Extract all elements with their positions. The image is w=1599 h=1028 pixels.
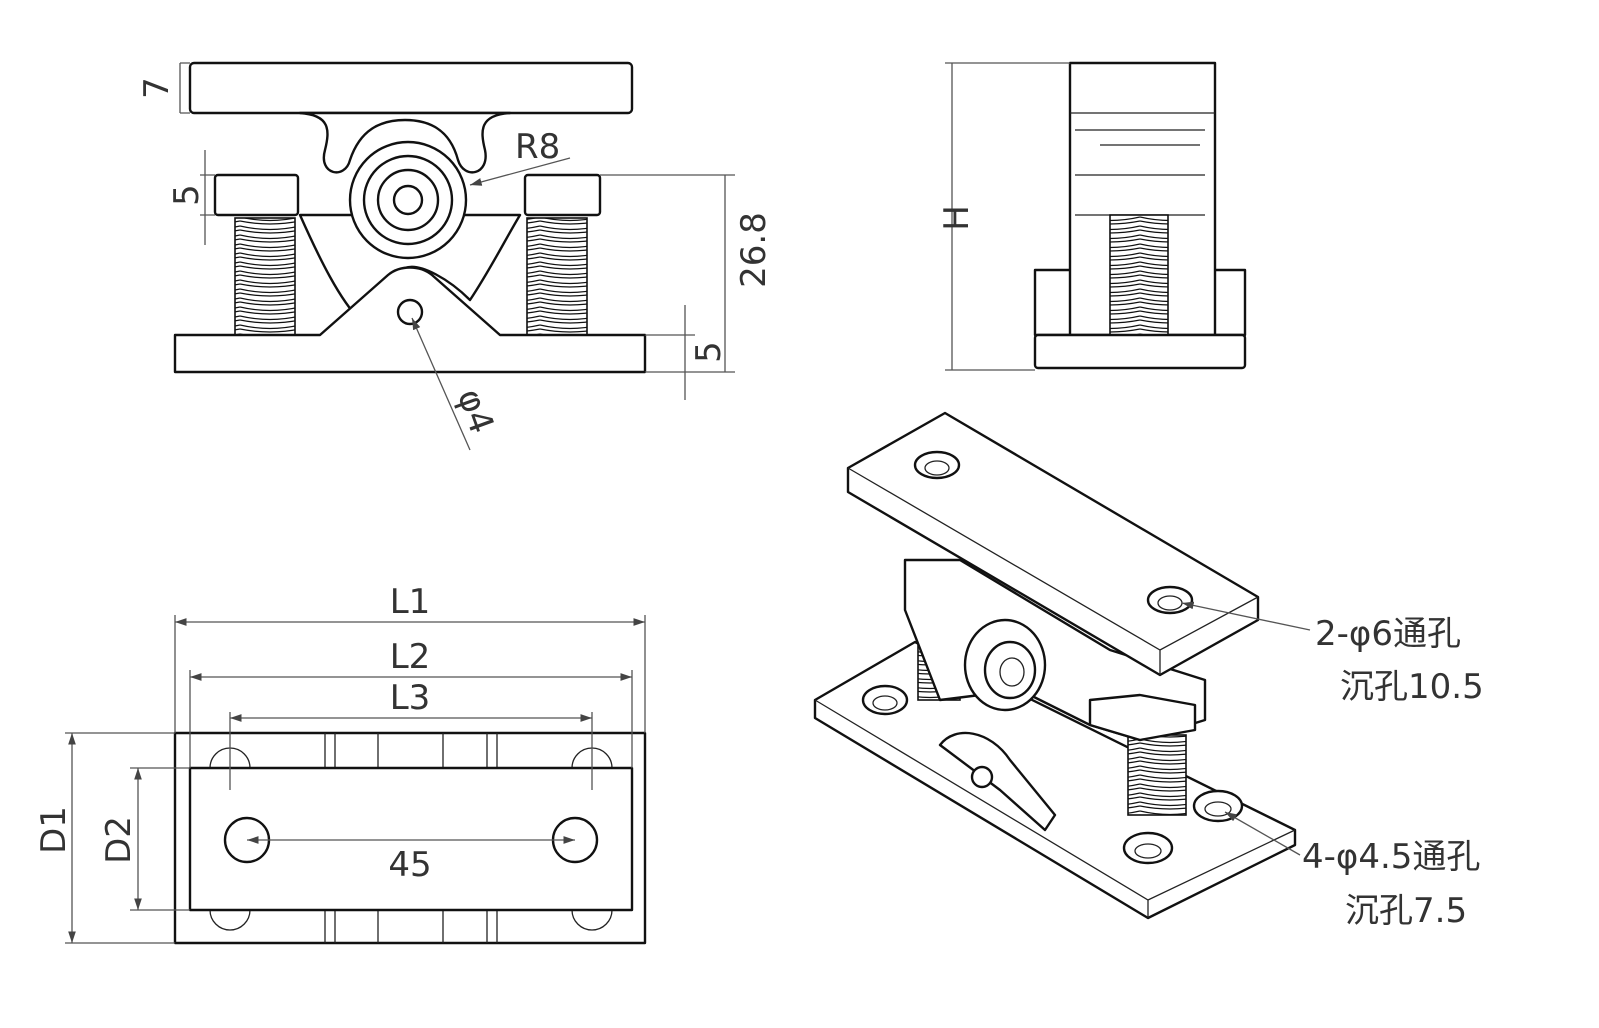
base-hole-note: 4-φ4.5通孔 [1302, 837, 1480, 877]
dim-top-plate: 7 [137, 77, 177, 99]
iso-base-ramp [938, 731, 1057, 832]
side-view: H [937, 61, 1247, 371]
nut-right [523, 173, 602, 217]
dim-base: 5 [689, 341, 729, 363]
pin-hole [396, 298, 424, 326]
dim-d1: D1 [34, 806, 74, 854]
dim-l1: L1 [390, 582, 431, 622]
dim-h: H [937, 205, 977, 231]
upper-bracket [298, 111, 512, 174]
side-block-left [1033, 268, 1077, 337]
top-plate [188, 61, 634, 115]
dim-hole-spacing: 45 [388, 845, 431, 885]
front-view: 7 5 R8 26.8 5 φ4 [137, 61, 774, 451]
side-base [1033, 333, 1247, 370]
top-counterbore-note: 沉孔10.5 [1340, 667, 1484, 707]
dim-d2: D2 [99, 816, 139, 864]
iso-nut [1088, 693, 1197, 742]
top-view: L1 L2 L3 D1 D2 45 [34, 582, 647, 945]
dim-pin: φ4 [449, 384, 502, 439]
dim-height: 26.8 [734, 212, 774, 288]
spring-left [234, 217, 296, 336]
dim-l2: L2 [390, 637, 431, 677]
iso-view: 2-φ6通孔 沉孔10.5 4-φ4.5通孔 沉孔7.5 [813, 411, 1484, 931]
base-counterbore-note: 沉孔7.5 [1345, 891, 1467, 931]
dim-nut: 5 [167, 184, 207, 206]
dim-radius: R8 [515, 127, 560, 167]
nut-left [213, 173, 300, 217]
top-hole-note: 2-φ6通孔 [1315, 614, 1461, 654]
hinge-bore [392, 184, 424, 216]
iso-base-plate [813, 640, 1297, 920]
iso-spring-right [1127, 734, 1187, 816]
spring-right [526, 217, 588, 336]
dim-l3: L3 [390, 678, 431, 718]
side-spring [1109, 214, 1169, 336]
